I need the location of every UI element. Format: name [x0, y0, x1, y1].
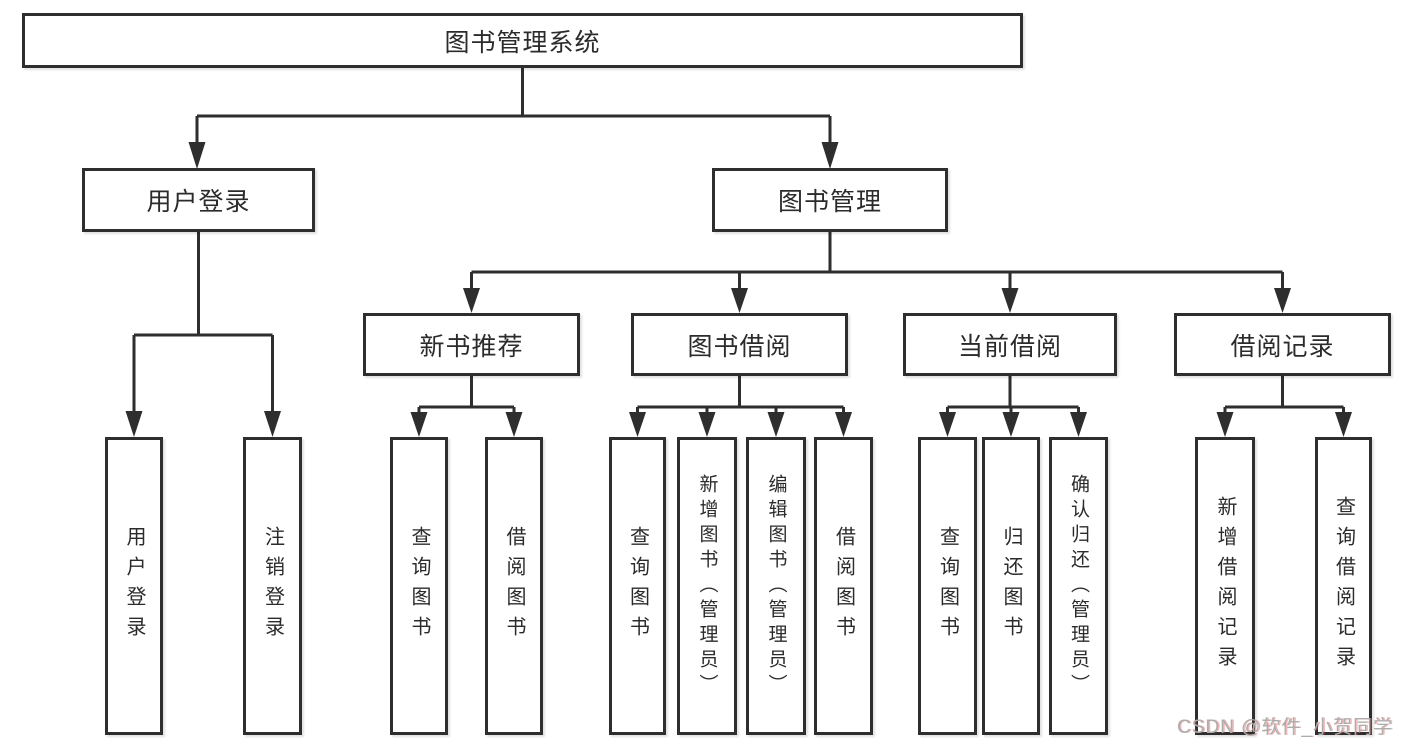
leaf-label: 归还图书	[1000, 526, 1022, 646]
leaf-label: 确认归还（管理员）	[1068, 473, 1089, 699]
csdn-watermark: CSDN @软件_小贺同学	[1177, 717, 1393, 738]
node-borrow-record: 借阅记录	[1174, 313, 1391, 376]
leaf-confirm-return-admin: 确认归还（管理员）	[1049, 437, 1108, 735]
leaf-label: 新增图书（管理员）	[696, 473, 718, 699]
node-label: 图书借阅	[687, 332, 792, 361]
node-root: 图书管理系统	[22, 13, 1023, 68]
connector-path	[132, 68, 1345, 414]
node-user-login: 用户登录	[82, 168, 315, 232]
leaf-query-books-recommend: 查询图书	[390, 437, 448, 735]
leaf-borrow-books-recommend: 借阅图书	[485, 437, 543, 735]
leaf-label: 新增借阅记录	[1214, 496, 1236, 676]
leaf-label: 查询图书	[936, 526, 959, 646]
node-new-book-recommend: 新书推荐	[363, 313, 580, 376]
leaf-add-books-admin: 新增图书（管理员）	[677, 437, 737, 735]
leaf-query-books-borrow: 查询图书	[609, 437, 666, 735]
node-current-borrow: 当前借阅	[903, 313, 1117, 376]
node-label: 新书推荐	[419, 332, 524, 361]
leaf-edit-books-admin: 编辑图书（管理员）	[746, 437, 806, 735]
leaf-label: 借阅图书	[503, 526, 525, 646]
leaf-label: 借阅图书	[832, 526, 855, 646]
leaf-label: 查询图书	[626, 526, 649, 646]
node-label: 借阅记录	[1230, 332, 1335, 361]
leaf-logout: 注销登录	[243, 437, 302, 735]
node-book-borrow: 图书借阅	[631, 313, 848, 376]
leaf-user-login: 用户登录	[105, 437, 163, 735]
leaf-label: 查询借阅记录	[1332, 496, 1355, 676]
leaf-label: 查询图书	[408, 526, 430, 646]
leaf-query-books-current: 查询图书	[918, 437, 977, 735]
leaf-add-borrow-record: 新增借阅记录	[1195, 437, 1255, 735]
leaf-label: 编辑图书（管理员）	[765, 473, 787, 699]
leaf-label: 注销登录	[261, 526, 284, 646]
root-label: 图书管理系统	[444, 28, 601, 57]
arrowhead-down-icons	[125, 142, 1352, 437]
node-label: 用户登录	[146, 188, 251, 216]
leaf-return-books: 归还图书	[982, 437, 1040, 735]
leaf-query-borrow-record: 查询借阅记录	[1315, 437, 1372, 735]
leaf-label: 用户登录	[123, 526, 145, 646]
leaf-borrow-books: 借阅图书	[814, 437, 873, 735]
node-label: 当前借阅	[957, 332, 1062, 361]
node-book-management: 图书管理	[712, 168, 948, 232]
node-label: 图书管理	[777, 188, 882, 216]
